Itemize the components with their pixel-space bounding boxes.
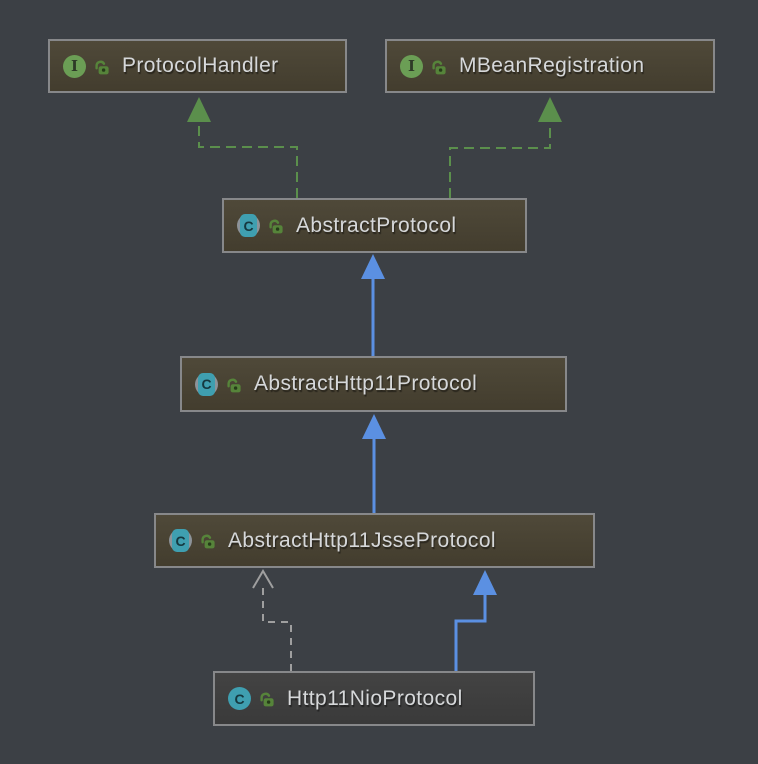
abstract-class-core: C (172, 529, 189, 552)
class-glyph: C (201, 376, 212, 392)
interface-icon: I (400, 54, 423, 78)
node-abstracthttp11protocol[interactable]: C AbstractHttp11Protocol (180, 356, 567, 412)
edge-abstracthttp11jsse-extends-abstracthttp11protocol (362, 414, 386, 513)
node-mbeanregistration[interactable]: I MBeanRegistration (385, 39, 715, 93)
node-label: AbstractHttp11JsseProtocol (228, 528, 496, 552)
public-lock-icon (227, 378, 241, 392)
arrowhead-filled (362, 414, 386, 439)
class-glyph: C (234, 690, 245, 707)
node-abstracthttp11jsseprotocol[interactable]: C AbstractHttp11JsseProtocol (154, 513, 595, 568)
arrowhead-filled (473, 570, 497, 595)
edge-http11nio-depends-abstracthttp11jsseprotocol (252, 569, 292, 671)
public-lock-icon (95, 60, 109, 74)
node-abstractprotocol[interactable]: C AbstractProtocol (222, 198, 527, 253)
interface-glyph: I (407, 56, 416, 75)
node-label: ProtocolHandler (122, 54, 279, 77)
node-label: Http11NioProtocol (287, 686, 463, 710)
edge-abstractprotocol-implements-mbeanregistration (449, 97, 562, 198)
node-protocolhandler[interactable]: I ProtocolHandler (48, 39, 347, 93)
abstract-class-core: C (240, 214, 257, 237)
abstract-class-icon: C (195, 372, 218, 396)
edge-abstracthttp11protocol-extends-abstractprotocol (361, 254, 385, 357)
arrowhead-filled (538, 97, 562, 122)
node-label: AbstractHttp11Protocol (254, 372, 478, 395)
edge-http11nio-extends-abstracthttp11jsseprotocol (454, 570, 497, 671)
interface-glyph: I (70, 56, 79, 75)
abstract-class-core: C (198, 372, 215, 396)
public-lock-icon (432, 60, 446, 74)
class-glyph: C (175, 532, 186, 549)
node-label: AbstractProtocol (296, 213, 457, 237)
public-lock-icon (260, 692, 274, 707)
arrowhead-open (252, 569, 274, 589)
arrowhead-filled (187, 97, 211, 122)
node-label: MBeanRegistration (459, 54, 645, 77)
public-lock-icon (201, 534, 215, 549)
node-http11nioprotocol[interactable]: C Http11NioProtocol (213, 671, 535, 726)
abstract-class-icon: C (169, 529, 192, 552)
interface-icon: I (63, 54, 86, 78)
public-lock-icon (269, 219, 283, 234)
class-icon: C (228, 687, 251, 710)
arrowhead-filled (361, 254, 385, 279)
edge-abstractprotocol-implements-protocolhandler (187, 97, 298, 198)
class-glyph: C (243, 217, 254, 234)
abstract-class-icon: C (237, 214, 260, 237)
